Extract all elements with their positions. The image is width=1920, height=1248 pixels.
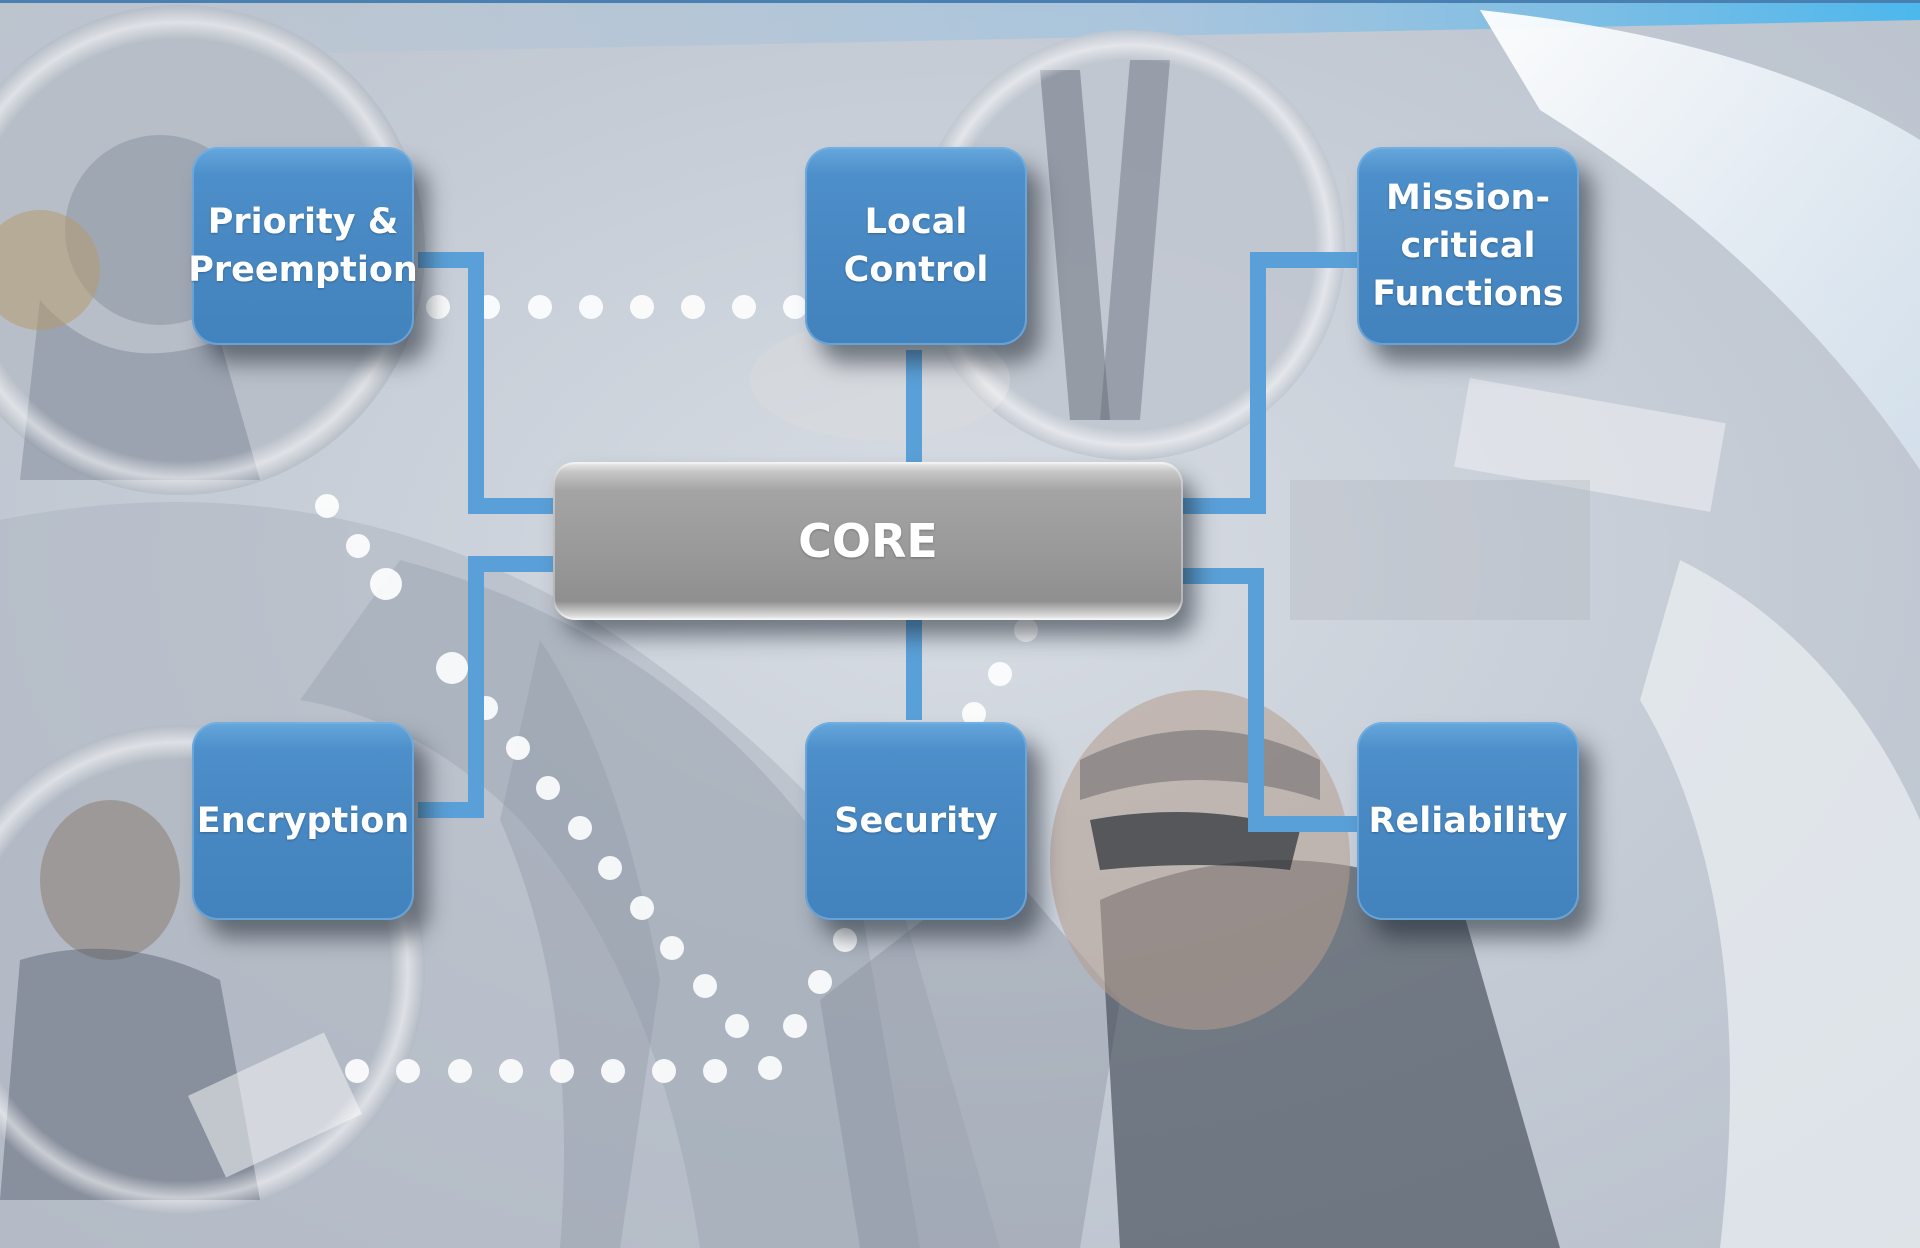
connector-reliability: [1183, 568, 1357, 832]
node-local-control: Local Control: [805, 147, 1027, 345]
core-label: CORE: [798, 514, 938, 568]
connector-encryption: [418, 556, 553, 818]
connectors: [418, 252, 1357, 832]
connector-mission: [1183, 252, 1357, 514]
radio-equipment-photo: [750, 30, 1345, 460]
dotted-arcs: [315, 295, 1038, 1083]
windshield-glass: [1480, 10, 1920, 470]
windshield-band: [0, 0, 1920, 60]
top-rule: [0, 0, 1920, 3]
node-label: Reliability: [1368, 801, 1568, 841]
node-encryption: Encryption: [192, 722, 414, 920]
node-label: Local Control: [843, 202, 989, 290]
connector-priority: [418, 252, 553, 514]
node-reliability: Reliability: [1357, 722, 1579, 920]
node-label: Security: [834, 801, 998, 841]
node-label: Encryption: [196, 801, 410, 841]
node-mission-critical-functions: Mission- critical Functions: [1357, 147, 1579, 345]
node-security: Security: [805, 722, 1027, 920]
core-box: CORE: [553, 462, 1183, 620]
node-label: Mission- critical Functions: [1372, 178, 1564, 314]
node-priority-preemption: Priority & Preemption: [188, 147, 418, 345]
node-label: Priority & Preemption: [188, 202, 418, 290]
